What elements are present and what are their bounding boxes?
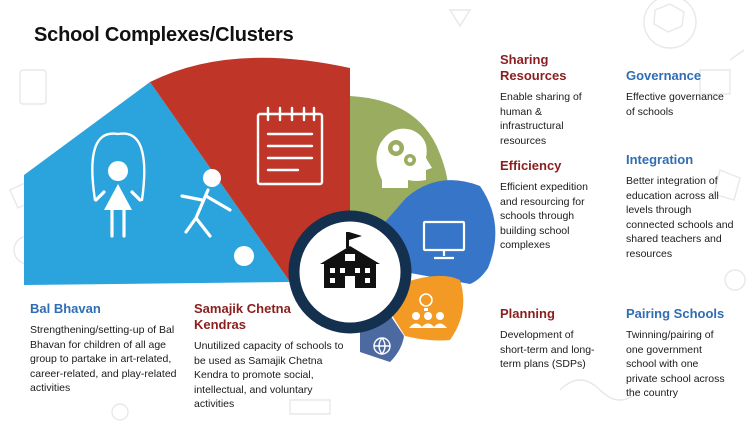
pairing-heading: Pairing Schools <box>626 306 725 321</box>
sharing-heading: Sharing Resources <box>500 52 567 83</box>
samajik-body: Unutilized capacity of schools to be use… <box>194 340 344 410</box>
wave-doodle <box>559 379 641 401</box>
page-title: School Complexes/Clusters <box>34 24 294 46</box>
circle-doodle <box>724 269 746 291</box>
samajik-block: Samajik Chetna Kendras Unutilized capaci… <box>194 301 346 412</box>
notepad-icon <box>256 106 324 186</box>
bal-bhavan-block: Bal Bhavan Strengthening/setting-up of B… <box>30 301 180 396</box>
segment-bal-bhavan <box>24 82 290 285</box>
integration-block: Integration Better integration of educat… <box>626 152 738 261</box>
governance-body: Effective governance of schools <box>626 91 724 118</box>
eraser-doodle-icon <box>289 399 331 415</box>
governance-heading: Governance <box>626 68 702 83</box>
school-building-icon <box>320 232 380 288</box>
planning-heading: Planning <box>500 306 555 321</box>
globe-icon <box>373 337 391 356</box>
governance-block: Governance Effective governance of schoo… <box>626 68 726 119</box>
efficiency-body: Efficient expedition and resourcing for … <box>500 181 588 251</box>
pentagon-doodle <box>653 3 685 33</box>
triangle-doodle <box>448 9 472 28</box>
group-idea-icon <box>409 293 447 328</box>
sharing-body: Enable sharing of human & infrastructura… <box>500 91 582 147</box>
planning-body: Development of short-term and long-term … <box>500 329 595 370</box>
integration-body: Better integration of education across a… <box>626 175 734 260</box>
notebook-doodle-icon <box>19 69 47 105</box>
efficiency-block: Efficiency Efficient expedition and reso… <box>500 158 596 253</box>
ruler-doodle-icon <box>713 169 741 201</box>
dot-doodle <box>111 403 129 421</box>
efficiency-heading: Efficiency <box>500 158 562 173</box>
book-doodle-icon <box>699 49 745 95</box>
soccer-ball-doodle-icon <box>643 0 697 49</box>
pairing-block: Pairing Schools Twinning/pairing of one … <box>626 306 732 401</box>
bal-bhavan-heading: Bal Bhavan <box>30 301 101 316</box>
samajik-heading: Samajik Chetna Kendras <box>194 301 291 332</box>
pairing-body: Twinning/pairing of one government schoo… <box>626 329 725 399</box>
brain-gears-icon <box>376 128 432 188</box>
sharing-block: Sharing Resources Enable sharing of huma… <box>500 52 600 148</box>
integration-heading: Integration <box>626 152 694 167</box>
children-playing-icon <box>91 132 254 266</box>
monitor-icon <box>422 220 466 260</box>
planning-block: Planning Development of short-term and l… <box>500 306 600 372</box>
bal-bhavan-body: Strengthening/setting-up of Bal Bhavan f… <box>30 324 177 394</box>
